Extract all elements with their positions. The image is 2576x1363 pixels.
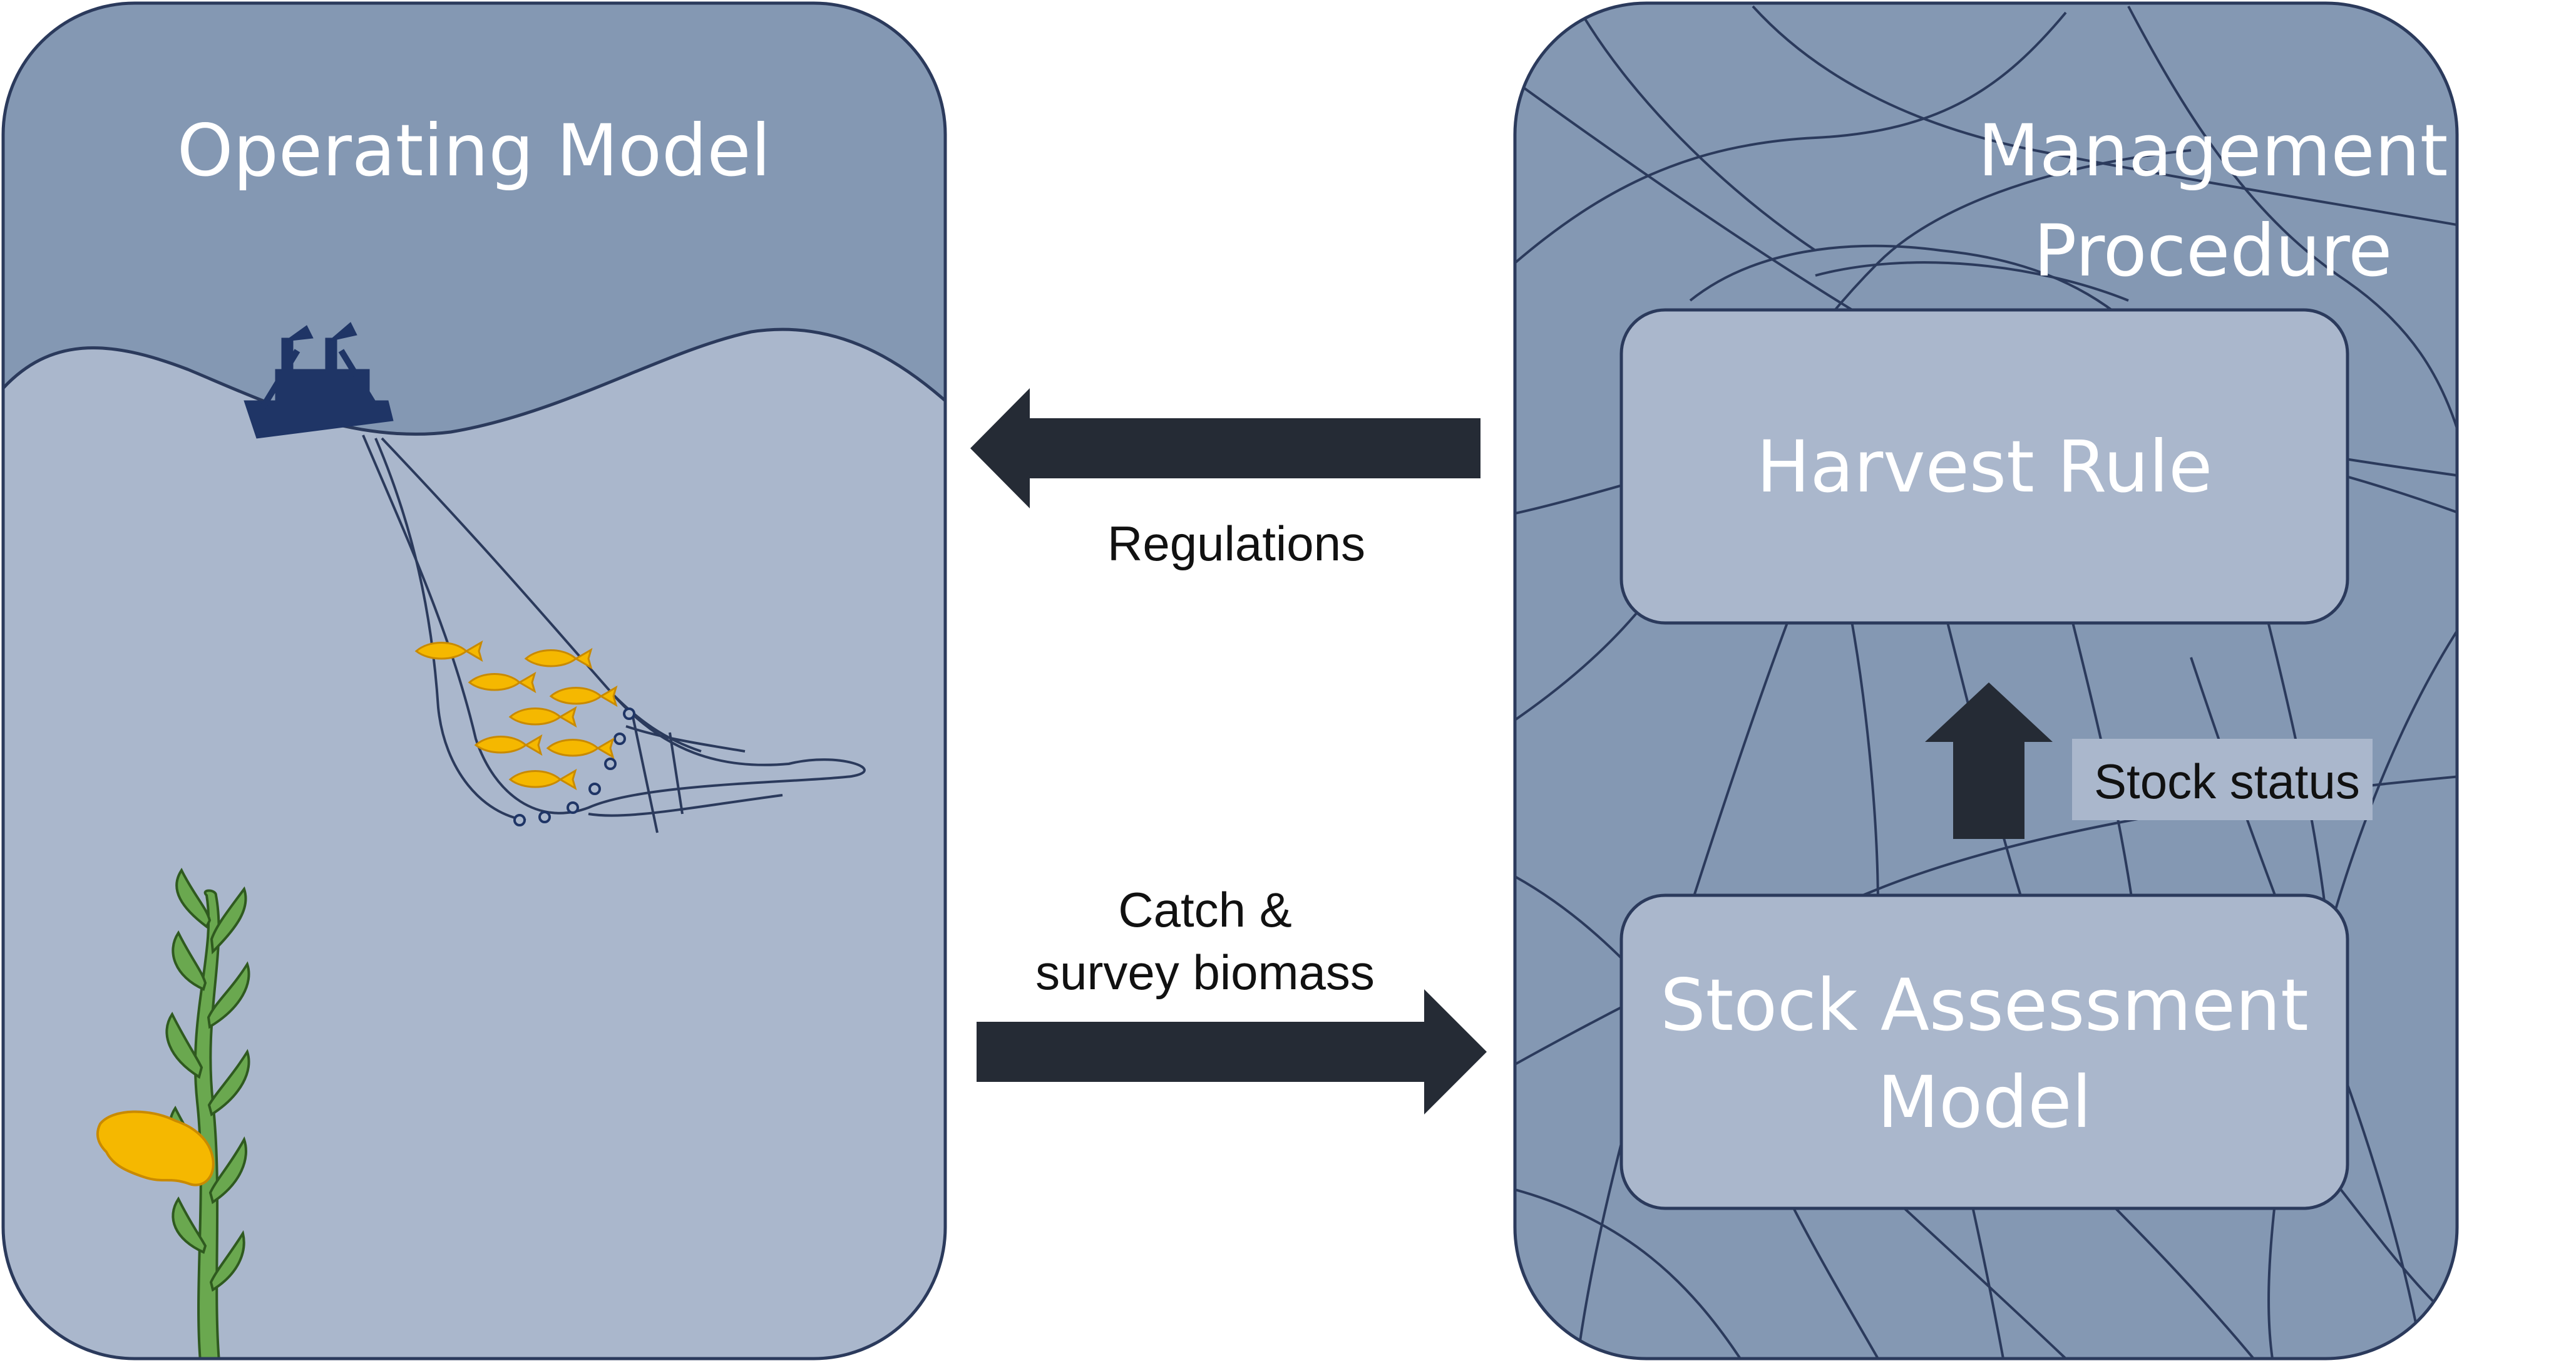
harvest-rule-label: Harvest Rule: [1757, 425, 2213, 508]
harvest-rule-box: [1619, 308, 2349, 625]
catch-label-line1: Catch &: [1118, 882, 1291, 937]
management-procedure-title-line1: Management: [1978, 109, 2448, 192]
operating-model-title: Operating Model: [177, 109, 771, 192]
sea-water: [3, 327, 945, 1359]
rockfish-icon: [96, 1110, 215, 1186]
stock-status-label: Stock status: [2094, 754, 2360, 809]
management-procedure-panel: Management Procedure Harvest Rule Stock …: [1513, 1, 2459, 1360]
stock-status-arrow: [1925, 682, 2053, 839]
trawl-net-icon: [362, 435, 866, 833]
catch-label-line2: survey biomass: [1035, 945, 1375, 1000]
stock-assessment-label-line2: Model: [1877, 1061, 2091, 1144]
regulations-arrow: [970, 388, 1480, 508]
catch-survey-arrow: [977, 989, 1487, 1114]
regulations-label: Regulations: [1107, 516, 1365, 571]
fishing-boat-icon: [244, 322, 394, 439]
stock-assessment-label-line1: Stock Assessment: [1660, 964, 2309, 1047]
stock-assessment-box: [1619, 893, 2349, 1210]
stock-status-label-background: [2072, 739, 2373, 820]
management-procedure-title-line2: Procedure: [2034, 209, 2393, 292]
operating-model-panel: Operating Model: [1, 1, 947, 1360]
